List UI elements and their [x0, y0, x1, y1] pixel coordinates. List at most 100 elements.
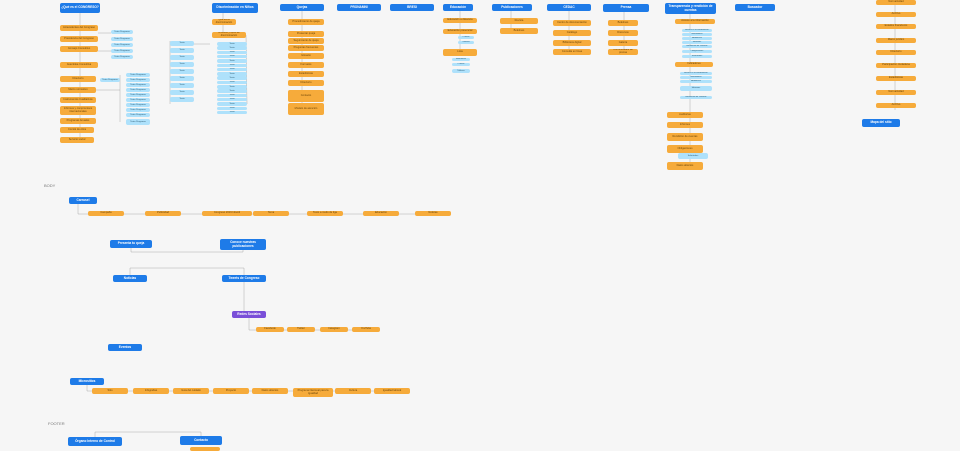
carrusel-item[interactable]: Texto a modo de liga [307, 211, 343, 216]
col1-detail[interactable]: Texto Programa [126, 83, 150, 87]
node-que-es-el-congreso[interactable]: ¿Qué es el CONGRESO? [60, 3, 100, 13]
col1-sub[interactable]: Texto Programa [111, 37, 133, 41]
col2-detail[interactable]: Texto [217, 63, 247, 68]
node-quejas[interactable]: Quejas [280, 4, 324, 11]
col2-detail[interactable]: Texto [217, 85, 247, 89]
edu-sub[interactable]: Cursos [458, 36, 474, 39]
col2-detail[interactable]: Texto [217, 106, 247, 111]
edu-sub[interactable]: Cursos [452, 63, 470, 66]
quejas-item[interactable]: Preguntas frecuentes [288, 45, 324, 51]
node-presenta-queja[interactable]: Presenta tu queja [110, 240, 152, 248]
transp-detail[interactable]: Rendición de cuentas [682, 45, 712, 49]
col1-detail[interactable]: Texto Programa [126, 108, 150, 112]
prensa-item[interactable]: Comunicados de prensa [608, 49, 638, 55]
right-col-item[interactable]: Estados financieros [876, 24, 916, 29]
edu-sub[interactable]: Talleres [452, 69, 470, 73]
pub-item[interactable]: Revista [500, 18, 538, 24]
transp-detail[interactable]: Auditorías [682, 37, 712, 41]
transp-detail[interactable]: Solicitudes [682, 55, 712, 59]
node-contacto[interactable]: Contacto [180, 436, 222, 445]
node-noticias[interactable]: Noticias [113, 275, 147, 282]
pub-item[interactable]: Boletines [500, 28, 538, 34]
col1-detail[interactable]: Texto Programa [126, 88, 150, 92]
transp-item[interactable]: Auditorías [667, 112, 703, 118]
transp-sub[interactable]: Solicitudes [678, 153, 708, 159]
cedac-item[interactable]: Catálogo [553, 30, 591, 36]
quejas-item[interactable]: Presentar queja [288, 31, 324, 37]
col2-detail[interactable]: Texto [170, 97, 194, 102]
right-col-item[interactable]: Archivo [876, 103, 916, 108]
transp-detail[interactable]: Acceso a la información [682, 29, 712, 33]
carrusel-item[interactable]: Congreso 2019 Infantil [202, 211, 252, 216]
contacto-child[interactable] [190, 447, 220, 451]
transp-detail[interactable]: Indicadores [682, 33, 712, 37]
quejas-item[interactable]: Glosario [288, 53, 324, 59]
quejas-item[interactable]: Contacto [288, 90, 324, 102]
redes-item[interactable]: YouTube [352, 327, 380, 332]
right-col-item[interactable]: Directorio [876, 50, 916, 55]
micro-item[interactable]: Proyecto [213, 388, 249, 394]
col2-detail[interactable]: Texto [217, 97, 247, 102]
col1-item[interactable]: Comité de ética [60, 127, 94, 133]
micro-item[interactable]: Igualdad laboral [374, 388, 410, 394]
quejas-item[interactable]: Estadísticas [288, 71, 324, 77]
right-col-item[interactable]: Estadísticas [876, 76, 916, 81]
col2-detail[interactable]: Texto [217, 72, 247, 76]
col2-detail[interactable]: Texto [217, 76, 247, 80]
col2-detail[interactable]: Texto [170, 90, 194, 95]
col1-detail[interactable]: Texto Programa [126, 103, 150, 107]
node-discriminacion[interactable]: Discriminación en Niños [212, 3, 258, 13]
carrusel-item[interactable]: Publicidad [145, 211, 181, 216]
node-conoce-publicaciones[interactable]: Conoce nuestras publicaciones [220, 239, 266, 250]
right-col-item[interactable]: Normatividad [876, 90, 916, 95]
col2-detail[interactable]: Texto [170, 69, 194, 74]
micro-item[interactable]: Cultura [335, 388, 371, 394]
col1-detail[interactable]: Texto Programa [126, 93, 150, 97]
quejas-item[interactable]: Formatos [288, 62, 324, 68]
node-eventos[interactable]: Eventos [108, 344, 142, 351]
quejas-item[interactable]: Seguimiento de queja [288, 38, 324, 44]
transp-item[interactable]: Datos abiertos [667, 162, 703, 170]
col2-detail[interactable]: Texto [217, 50, 247, 55]
right-col-item[interactable]: Normatividad [876, 0, 916, 5]
col1-item[interactable]: Marco normativo [60, 87, 96, 93]
transp-detail[interactable]: Informes [682, 41, 712, 45]
col1-item[interactable]: Servicio social [60, 137, 94, 143]
col1-item[interactable]: Antecedentes del Congreso [60, 25, 98, 31]
col2-detail[interactable]: Texto [217, 102, 247, 106]
col2-detail[interactable]: Texto [217, 46, 247, 50]
col2-detail[interactable]: Texto [217, 80, 247, 85]
col2-detail[interactable]: Texto [170, 41, 194, 46]
quejas-item[interactable]: Procedimiento de queja [288, 19, 324, 25]
micro-item[interactable]: Programa Nacional para la Igualdad [293, 388, 333, 397]
node-tweets[interactable]: Tweets de Congreso [222, 275, 266, 282]
col2-detail[interactable]: Texto [170, 55, 194, 60]
node-organo-interno[interactable]: Órgano Interno de Control [68, 437, 122, 446]
col2-detail[interactable]: Texto [217, 54, 247, 59]
node-publicaciones[interactable]: Publicaciones [492, 4, 532, 11]
node-carrusel[interactable]: Carrusel [69, 197, 97, 204]
carrusel-item[interactable]: Tema [253, 211, 289, 216]
col1-detail[interactable]: Texto Programa [126, 119, 150, 125]
col1-sub[interactable]: Texto Programa [111, 49, 133, 53]
col1-sub[interactable]: Texto Programa [111, 43, 133, 47]
micro-item[interactable]: Sitio [92, 388, 128, 394]
right-col-item[interactable]: Participación ciudadana [876, 63, 916, 68]
col1-item[interactable]: Directorio [60, 76, 96, 82]
col2-detail[interactable]: Texto [170, 62, 194, 67]
node-cedac[interactable]: CEDAC [547, 4, 591, 11]
edu-sub[interactable]: Materiales [452, 58, 470, 61]
transp-detail[interactable]: Acceso a la información [680, 72, 712, 76]
cedac-item[interactable]: Centro de documentación [553, 20, 591, 26]
col1-sub[interactable]: Texto Programa [100, 78, 120, 82]
transp-detail[interactable]: Informes [680, 86, 712, 91]
col2-detail[interactable]: Texto [217, 89, 247, 93]
col1-sub[interactable]: Texto Programa [111, 30, 133, 34]
transp-detail[interactable]: Indicadores [680, 76, 712, 80]
node-buscador[interactable]: Buscador [735, 4, 775, 11]
quejas-item[interactable]: Directorio [288, 80, 324, 86]
transp-item[interactable]: Informes [667, 122, 703, 128]
micro-item[interactable]: Datos abiertos [252, 388, 288, 394]
transp-item[interactable]: Obligaciones [667, 145, 703, 153]
carrusel-item[interactable]: Educación [363, 211, 399, 216]
